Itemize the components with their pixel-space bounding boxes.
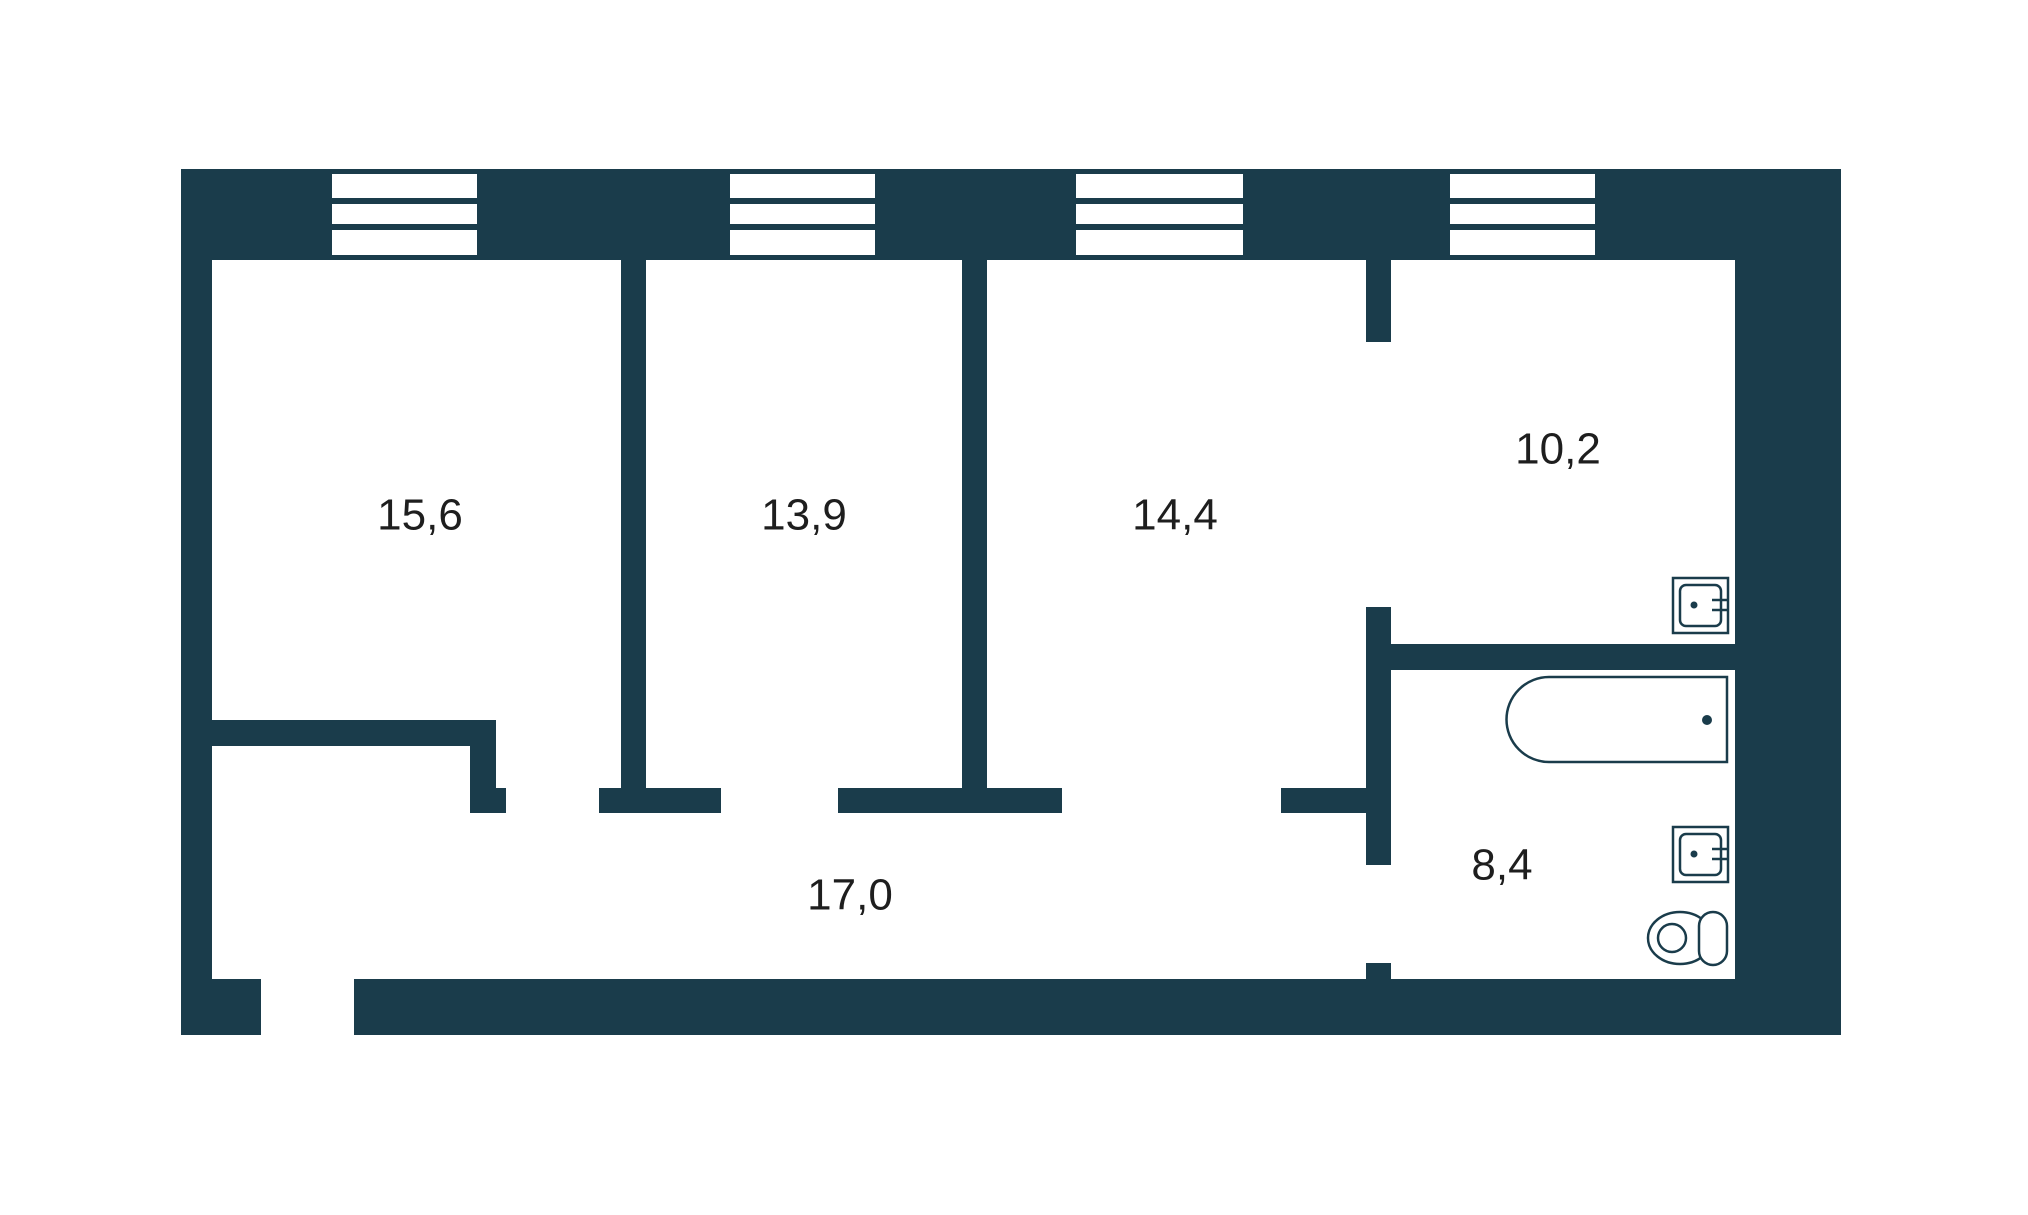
partition-bathroom-stub xyxy=(1366,963,1391,983)
exterior-walls xyxy=(181,169,1841,1035)
toilet-icon xyxy=(1646,910,1729,967)
bathtub-icon xyxy=(1505,675,1729,764)
interior-walls xyxy=(212,260,1735,983)
window-1 xyxy=(332,174,477,255)
partition-room1-hall xyxy=(212,720,496,746)
left-wall xyxy=(181,169,212,1035)
bottom-wall-left xyxy=(181,979,261,1035)
window-3 xyxy=(1076,174,1243,255)
room-area-label: 13,9 xyxy=(761,491,847,540)
partition-kitchen-stub-top xyxy=(1366,260,1391,342)
window-2 xyxy=(730,174,875,255)
partition-kitchen-bathroom xyxy=(1366,644,1735,670)
partition-room3-hall xyxy=(1281,788,1391,813)
partition-room2-room3-hall xyxy=(838,788,1062,813)
partition-room1-door-stub xyxy=(470,788,506,813)
kitchen-area-label: 10,2 xyxy=(1515,425,1601,474)
bathroom-area-label: 8,4 xyxy=(1471,841,1532,890)
window-4 xyxy=(1450,174,1595,255)
bathroom-sink-icon xyxy=(1671,825,1730,884)
partition-room2-room3 xyxy=(962,260,987,792)
room-area-label: 14,4 xyxy=(1132,491,1218,540)
kitchen-sink-icon xyxy=(1671,576,1730,635)
bottom-wall-right xyxy=(354,979,1841,1035)
hallway-area-label: 17,0 xyxy=(807,871,893,920)
partition-room2-hall-left xyxy=(599,788,721,813)
right-wall xyxy=(1735,169,1841,1035)
room-area-label: 15,6 xyxy=(377,491,463,540)
partition-room1-room2 xyxy=(621,260,646,792)
